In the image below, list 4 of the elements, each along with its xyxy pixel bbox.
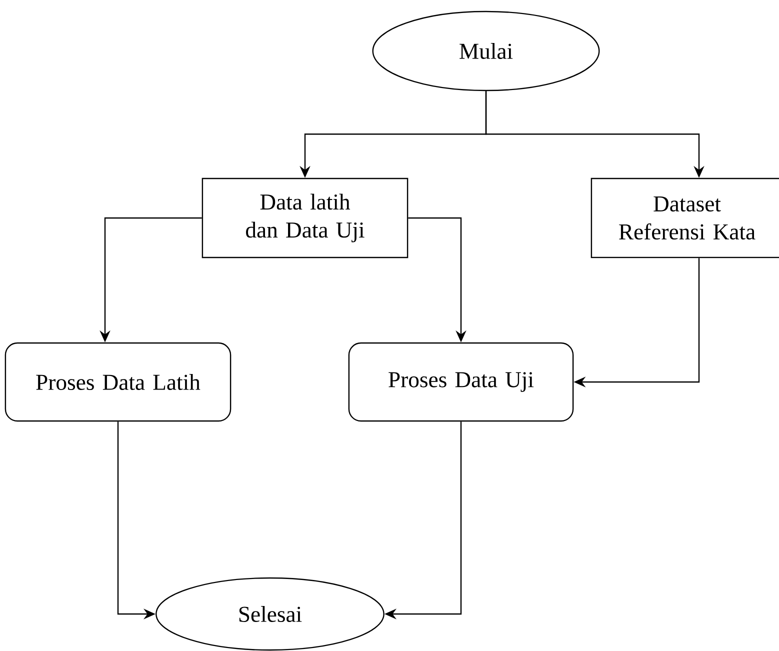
rounded-process-box: Proses Data Latih (4, 342, 232, 422)
rounded-process-box: Proses Data Uji (348, 342, 574, 422)
process-box: Data latih dan Data Uji (202, 178, 408, 258)
process-box: Dataset Referensi Kata (590, 178, 779, 258)
